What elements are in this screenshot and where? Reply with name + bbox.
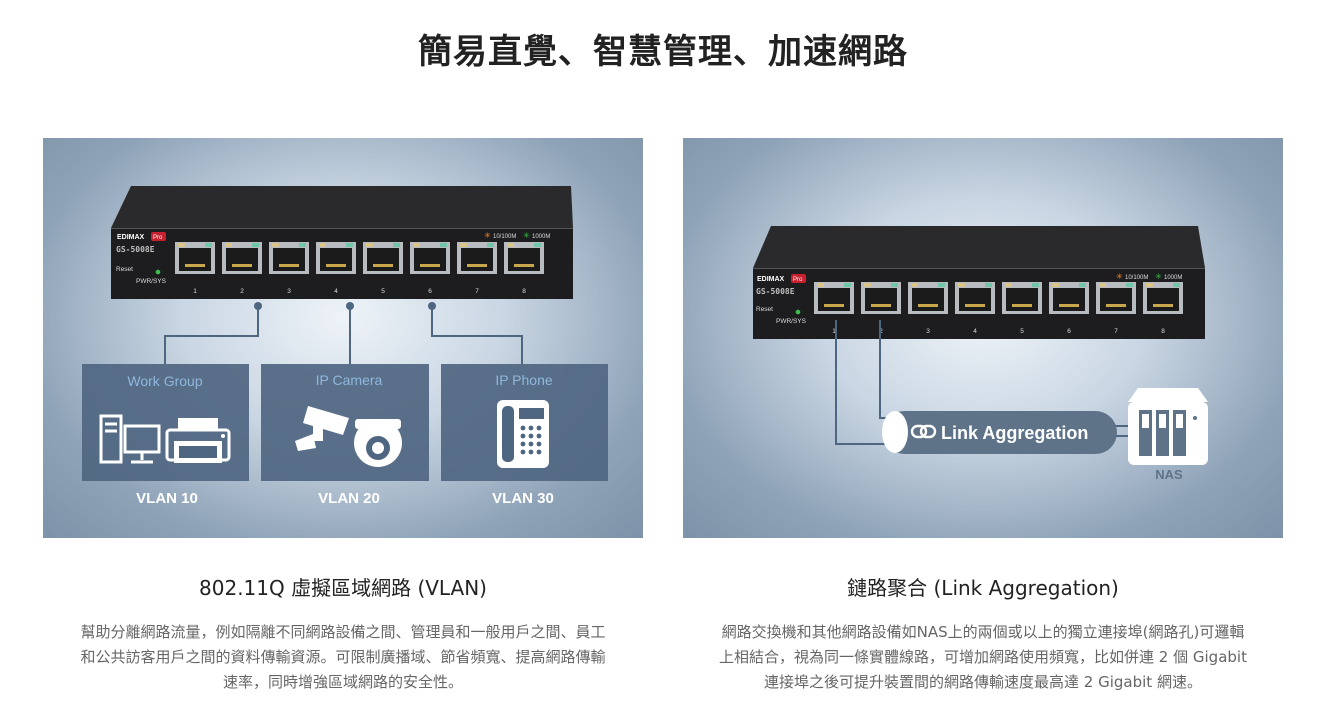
ethernet-port-3	[908, 282, 948, 314]
ethernet-port-8	[1143, 282, 1183, 314]
pwr-led	[155, 269, 161, 275]
legend-10-100: 10/100M	[493, 234, 516, 240]
switch-pwr-label: PWR/SYS	[136, 278, 167, 285]
svg-text:✳: ✳	[523, 231, 530, 240]
switch-reset-label: Reset	[116, 266, 133, 273]
nas-icon	[1128, 388, 1208, 465]
switch-model: GS-5008E	[116, 245, 155, 254]
ethernet-port-6	[1049, 282, 1089, 314]
port-number-2: 2	[240, 288, 244, 295]
legend-1000: 1000M	[532, 234, 550, 240]
vlan-label-20: VLAN 20	[318, 490, 380, 507]
switch-brand-badge: Pro	[793, 277, 803, 283]
link-aggregation-pill	[883, 411, 1117, 454]
port-number-3: 3	[287, 288, 291, 295]
port-number-8: 8	[522, 288, 526, 295]
switch-pwr-label: PWR/SYS	[776, 318, 807, 325]
ethernet-port-4	[955, 282, 995, 314]
printer-icon	[165, 418, 231, 463]
legend-10-100: 10/100M	[1125, 275, 1148, 281]
port-number-5: 5	[1020, 328, 1024, 335]
vlan-label-30: VLAN 30	[492, 490, 554, 507]
vlan-caption-line: 速率，同時增強區域網路的安全性。	[222, 673, 463, 691]
ethernet-port-7	[457, 242, 497, 274]
switch-top	[753, 226, 1205, 268]
legend-1000: 1000M	[1164, 275, 1182, 281]
ethernet-port-1	[175, 242, 215, 274]
svg-text:✳: ✳	[484, 231, 491, 240]
dome-camera-icon	[354, 419, 402, 467]
ethernet-port-2	[222, 242, 262, 274]
vlan-caption-body: 幫助分離網路流量，例如隔離不同網路設備之間、管理員和一般用戶之間、員工 和公共訪…	[53, 620, 633, 695]
computer-icon	[99, 414, 161, 464]
switch-model: GS-5008E	[756, 287, 795, 296]
lag-caption-line: 網路交換機和其他網路設備如NAS上的兩個或以上的獨立連接埠(網路孔)可邏輯	[721, 623, 1245, 641]
ethernet-port-2	[861, 282, 901, 314]
group-heading-work: Work Group	[127, 373, 202, 389]
port-number-2: 2	[879, 328, 883, 335]
vlan-caption-line: 和公共訪客用戶之間的資料傳輸資源。可限制廣播域、節省頻寬、提高網路傳輸	[80, 648, 606, 666]
switch-brand: EDIMAX	[117, 234, 145, 241]
ethernet-port-3	[269, 242, 309, 274]
link-icon	[910, 424, 937, 439]
ethernet-port-7	[1096, 282, 1136, 314]
port-number-3: 3	[926, 328, 930, 335]
lag-caption-line: 上相結合，視為同一條實體線路，可增加網路使用頻寬，比如併連 2 個 Gigabi…	[719, 648, 1247, 666]
bullet-camera-icon	[295, 406, 349, 451]
pwr-led	[795, 309, 801, 315]
ethernet-port-1	[814, 282, 854, 314]
nas-label: NAS	[1155, 467, 1183, 482]
vlan-caption-line: 幫助分離網路流量，例如隔離不同網路設備之間、管理員和一般用戶之間、員工	[80, 623, 606, 641]
port-number-8: 8	[1161, 328, 1165, 335]
vlan-caption-title: 802.11Q 虛擬區域網路 (VLAN)	[199, 576, 487, 600]
port-number-7: 7	[1114, 328, 1118, 335]
group-heading-camera: IP Camera	[316, 372, 383, 388]
svg-text:✳: ✳	[1116, 272, 1123, 281]
ethernet-port-5	[1002, 282, 1042, 314]
lag-caption-title: 鏈路聚合 (Link Aggregation)	[847, 576, 1119, 600]
lag-caption-line: 連接埠之後可提升裝置間的網路傳輸速度最高達 2 Gigabit 網速。	[764, 673, 1202, 691]
port-number-1: 1	[193, 288, 197, 295]
vlan-connection-lines	[164, 306, 523, 364]
switch-brand: EDIMAX	[757, 276, 785, 283]
group-heading-phone: IP Phone	[495, 372, 553, 388]
link-aggregation-label: Link Aggregation	[941, 423, 1088, 443]
port-number-4: 4	[973, 328, 977, 335]
lag-caption-body: 網路交換機和其他網路設備如NAS上的兩個或以上的獨立連接埠(網路孔)可邏輯 上相…	[693, 620, 1273, 695]
page-title: 簡易直覺、智慧管理、加速網路	[418, 32, 908, 72]
ethernet-port-6	[410, 242, 450, 274]
port-number-6: 6	[428, 288, 432, 295]
port-number-7: 7	[475, 288, 479, 295]
ethernet-port-4	[316, 242, 356, 274]
switch-reset-label: Reset	[756, 306, 773, 313]
port-number-1: 1	[832, 328, 836, 335]
port-number-6: 6	[1067, 328, 1071, 335]
ethernet-port-8	[504, 242, 544, 274]
vlan-label-10: VLAN 10	[136, 490, 198, 507]
svg-text:✳: ✳	[1155, 272, 1162, 281]
link-aggregation-illustration: EDIMAX Pro GS-5008E Reset PWR/SYS ✳ 10/1…	[683, 138, 1283, 538]
vlan-illustration: EDIMAX Pro GS-5008E Reset PWR/SYS ✳ 10/1…	[43, 138, 643, 538]
switch-top	[111, 186, 573, 228]
ip-phone-icon	[497, 400, 549, 468]
port-number-4: 4	[334, 288, 338, 295]
port-number-5: 5	[381, 288, 385, 295]
switch-brand-badge: Pro	[153, 235, 163, 241]
ethernet-port-5	[363, 242, 403, 274]
